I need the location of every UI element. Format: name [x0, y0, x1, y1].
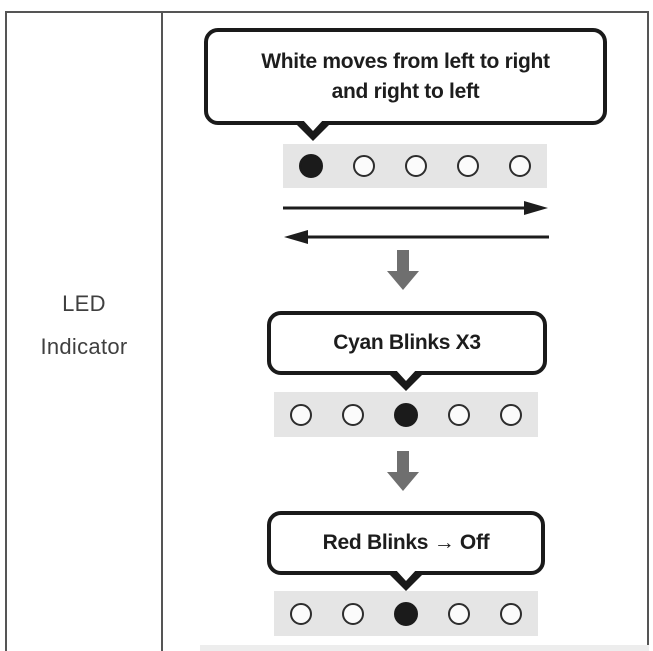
callout-tail-inner	[395, 369, 417, 381]
led-off	[448, 602, 470, 625]
led-off	[457, 155, 479, 177]
row-label-line2: Indicator	[40, 334, 128, 359]
table-column-divider	[161, 11, 163, 651]
callout-tail-inner	[302, 119, 324, 131]
led-off	[353, 155, 375, 177]
led-strip-red-blinks	[274, 591, 538, 636]
callout-red-blinks-off: Red Blinks → Off	[267, 511, 545, 575]
next-row-edge	[200, 645, 649, 651]
led-on	[394, 402, 418, 427]
callout-text-line1: Cyan Blinks X3	[333, 331, 481, 354]
led-off	[290, 602, 312, 625]
callout-white-sweep: White moves from left to right and right…	[204, 28, 607, 125]
led-strip-cyan-blinks	[274, 392, 538, 437]
arrow-right-icon	[283, 201, 548, 215]
led-on	[394, 601, 418, 626]
led-on	[299, 154, 323, 178]
led-off	[405, 155, 427, 177]
spec-table-frame	[5, 11, 649, 651]
down-arrow-icon	[387, 451, 419, 491]
led-off	[500, 602, 522, 625]
callout-cyan-blinks: Cyan Blinks X3	[267, 311, 547, 375]
row-label-line1: LED	[62, 291, 106, 316]
led-off	[509, 155, 531, 177]
led-off	[500, 403, 522, 426]
led-strip-white-sweep	[283, 144, 547, 188]
callout-text-line2: and right to left	[331, 79, 480, 103]
arrow-left-icon	[284, 230, 549, 244]
sweep-arrows	[283, 201, 549, 244]
callout-text-line1: White moves from left to right	[261, 49, 550, 73]
callout-text-line1: Red Blinks → Off	[322, 531, 490, 554]
down-arrow-icon	[387, 250, 419, 290]
row-label-cell: LED Indicator	[7, 0, 161, 651]
led-off	[290, 403, 312, 426]
led-off	[342, 403, 364, 426]
led-off	[342, 602, 364, 625]
led-off	[448, 403, 470, 426]
callout-tail-inner	[395, 569, 417, 581]
